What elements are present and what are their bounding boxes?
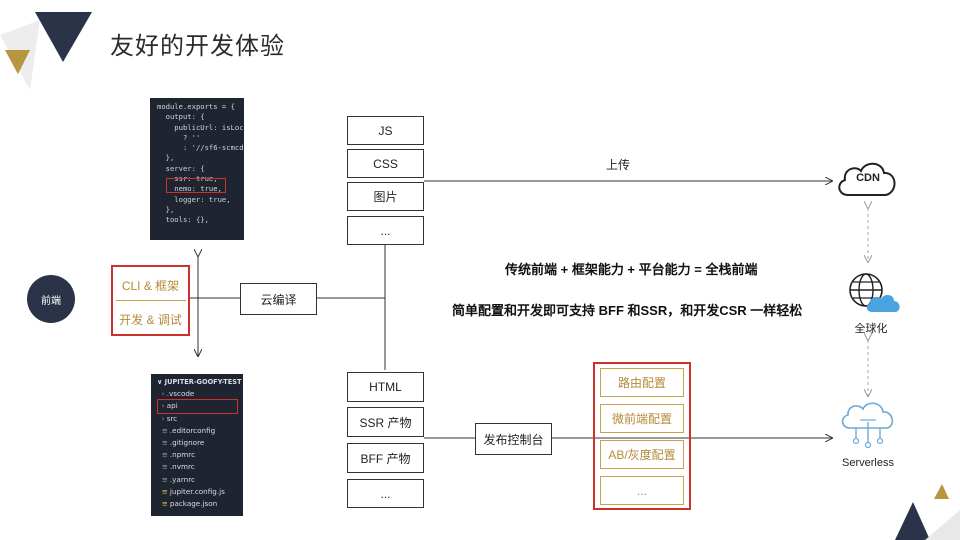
more-config-label: ... — [636, 483, 647, 498]
code-line: logger: true, — [157, 194, 231, 204]
file-tree-item[interactable]: › src — [157, 413, 243, 425]
page-title: 友好的开发体验 — [110, 33, 285, 60]
code-line: : '//sf6-scmcd — [157, 143, 244, 153]
corner-decoration-bottom — [895, 484, 960, 540]
asset-js-box: JS — [347, 116, 424, 145]
upload-label: 上传 — [606, 158, 631, 172]
config-code-snippet: module.exports = { output: { publicUrl: … — [150, 98, 244, 240]
cdn-label: CDN — [856, 172, 880, 184]
file-tree-header: ∨ JUPITER-GOOFY-TEST — [157, 378, 242, 386]
file-icon: ≡ — [157, 450, 170, 460]
output-bff-label: BFF 产物 — [360, 451, 411, 466]
project-file-tree: ∨ JUPITER-GOOFY-TEST › .vscode › api › s… — [151, 374, 243, 516]
cdn-cloud-icon — [838, 162, 896, 196]
api-folder-highlight — [157, 399, 238, 414]
dev-debug-label: 开发 & 调试 — [119, 313, 182, 327]
publish-console-box: 发布控制台 — [475, 423, 552, 455]
asset-css-label: CSS — [373, 156, 398, 171]
ssr-highlight — [166, 178, 226, 193]
file-tree-item[interactable]: ≡ package.json — [157, 498, 243, 510]
code-line: }, — [157, 204, 175, 214]
file-tree-item-label: src — [166, 413, 178, 423]
output-bff-box: BFF 产物 — [347, 443, 424, 473]
file-icon: ≡ — [157, 425, 170, 435]
micro-frontend-config-box: 微前端配置 — [600, 404, 684, 433]
route-config-box: 路由配置 — [600, 368, 684, 397]
more-config-box: ... — [600, 476, 684, 505]
cloud-compile-box: 云编译 — [240, 283, 317, 315]
output-ssr-label: SSR 产物 — [359, 415, 412, 430]
asset-css-box: CSS — [347, 149, 424, 178]
globe-cloud-icon — [849, 273, 900, 312]
file-tree-item-label: .nvmrc — [169, 462, 195, 472]
file-icon: ≡ — [157, 462, 170, 472]
file-icon: ≡ — [157, 486, 170, 496]
global-label: 全球化 — [854, 323, 888, 335]
output-ssr-box: SSR 产物 — [347, 407, 424, 437]
code-line: }, — [157, 153, 175, 163]
code-line: nemo: true, — [157, 184, 222, 194]
file-tree-item[interactable]: › .vscode — [157, 388, 243, 400]
folder-chevron-icon: › — [157, 389, 167, 399]
folder-chevron-icon: › — [157, 401, 167, 411]
file-icon: ≡ — [157, 438, 170, 448]
code-line: module.exports = { — [157, 102, 235, 111]
micro-frontend-config-label: 微前端配置 — [611, 412, 672, 426]
file-tree-item-label: jupiter.config.js — [169, 486, 225, 496]
frontend-badge: 前端 — [27, 275, 75, 323]
file-tree-item[interactable]: ≡ .yarnrc — [157, 474, 243, 486]
asset-more-label: ... — [380, 223, 391, 238]
file-tree-item-label: .editorconfig — [169, 425, 216, 435]
serverless-cloud-icon — [841, 402, 894, 449]
asset-more-box: ... — [347, 216, 424, 245]
file-tree-item[interactable]: ≡ .gitignore — [157, 437, 243, 449]
file-tree-item[interactable]: › api — [157, 400, 243, 412]
file-tree-item-label: api — [166, 401, 178, 411]
file-tree-item[interactable]: ≡ .npmrc — [157, 449, 243, 461]
config-group — [593, 362, 691, 510]
cloud-compile-label: 云编译 — [260, 292, 297, 307]
publish-console-label: 发布控制台 — [483, 432, 544, 447]
file-icon: ≡ — [157, 474, 170, 484]
code-line: publicUrl: isLoc — [157, 122, 244, 132]
cli-divider — [116, 300, 186, 301]
output-more-box: ... — [347, 479, 424, 508]
code-line: tools: {}, — [157, 215, 209, 225]
code-line: ? '' — [157, 132, 201, 142]
headline-simple-config: 简单配置和开发即可支持 BFF 和SSR，和开发CSR 一样轻松 — [452, 303, 803, 318]
cli-framework-label: CLI & 框架 — [121, 279, 180, 293]
corner-decoration-top — [0, 12, 92, 90]
ab-gray-config-label: AB/灰度配置 — [608, 448, 676, 462]
route-config-label: 路由配置 — [617, 376, 666, 390]
file-tree-item-label: .yarnrc — [169, 474, 195, 484]
cli-dev-group — [111, 265, 190, 336]
output-html-label: HTML — [369, 380, 402, 394]
asset-image-box: 图片 — [347, 182, 424, 211]
file-tree-item[interactable]: ≡ jupiter.config.js — [157, 486, 243, 498]
serverless-label: Serverless — [842, 457, 894, 469]
ab-gray-config-box: AB/灰度配置 — [600, 440, 684, 469]
headline-fullstack: 传统前端 + 框架能力 + 平台能力 = 全栈前端 — [505, 262, 758, 277]
file-tree-item-label: package.json — [169, 499, 218, 509]
code-line: server: { — [157, 163, 205, 173]
folder-chevron-icon: › — [157, 413, 167, 423]
file-tree-item[interactable]: ≡ .editorconfig — [157, 425, 243, 437]
output-html-box: HTML — [347, 372, 424, 402]
file-tree-item[interactable]: ≡ .nvmrc — [157, 461, 243, 473]
file-tree-item-label: .npmrc — [169, 450, 196, 460]
frontend-badge-label: 前端 — [41, 295, 61, 307]
file-tree-item-label: .gitignore — [169, 438, 205, 448]
asset-image-label: 图片 — [373, 190, 398, 204]
file-tree-item-label: .vscode — [166, 389, 195, 399]
asset-js-label: JS — [378, 123, 393, 138]
output-more-label: ... — [380, 486, 391, 501]
code-line: output: { — [157, 112, 205, 122]
file-icon: ≡ — [157, 499, 170, 509]
